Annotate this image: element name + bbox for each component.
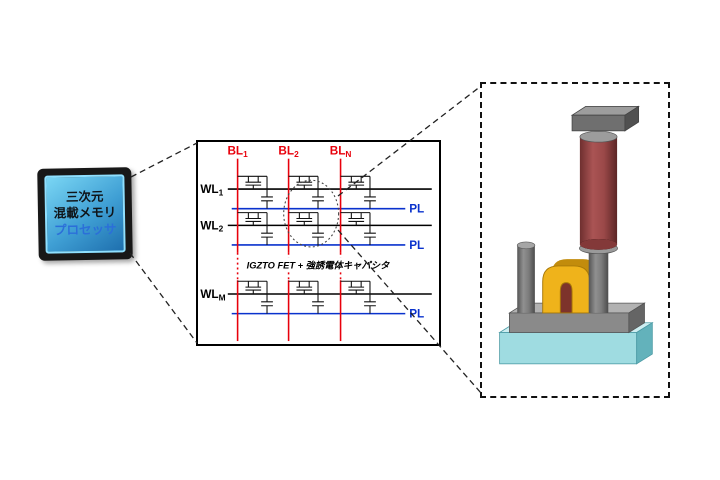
device-structure-panel [480,82,670,398]
bit-line-label: BLN [330,145,352,159]
cell-technology-label: IGZTO FET + 強誘電体キャパシタ [247,259,390,270]
memory-cell [288,280,325,315]
top-electrode-cap [579,130,618,143]
device-structure-drawing [498,105,654,365]
memory-cell [340,175,377,210]
gate-arch [542,259,599,314]
processor-chip: 三次元 混載メモリ プロセッサ [37,167,133,261]
dashed-connector-chip-top [130,142,198,178]
memory-cell [340,212,377,246]
memory-cell [237,175,274,210]
word-line-label: WLM [200,288,225,302]
chip-label-line1: 三次元 [65,189,104,204]
dashed-connector-chip-bottom [129,252,198,344]
word-line-labels: WL1 WL2 WLM [200,183,225,302]
chip-label-line2: 混載メモリ [53,205,117,221]
bit-line-labels: BL1 BL2 BLN [227,145,351,159]
chip-screen: 三次元 混載メモリ プロセッサ [44,174,126,254]
memory-cell [340,280,377,315]
plate-line-labels: PL PL PL [409,203,424,321]
word-line-label: WL1 [200,183,223,197]
plate-line-label: PL [409,239,424,252]
schematic-drawing: BL1 BL2 BLN WL1 WL2 WLM PL PL PL IGZTO F… [200,145,432,342]
memory-cell [237,280,274,315]
ferroelectric-capacitor-cylinder [579,130,618,255]
highlight-circle [283,179,340,248]
memory-cell [237,212,274,246]
channel-region [558,281,575,313]
bit-line-label: BL1 [227,145,248,159]
contact-cylinder-left [516,241,536,313]
bit-line-label: BL2 [278,145,299,159]
word-line-label: WL2 [200,219,223,233]
plate-line-label: PL [409,308,424,321]
contact-cylinder-right [588,248,609,313]
chip-label-line3: プロセッサ [53,222,117,238]
plate-line-label: PL [409,203,424,216]
memory-array-schematic: BL1 BL2 BLN WL1 WL2 WLM PL PL PL IGZTO F… [196,140,441,346]
top-electrode-plate [570,105,640,132]
word-lines [227,188,432,295]
